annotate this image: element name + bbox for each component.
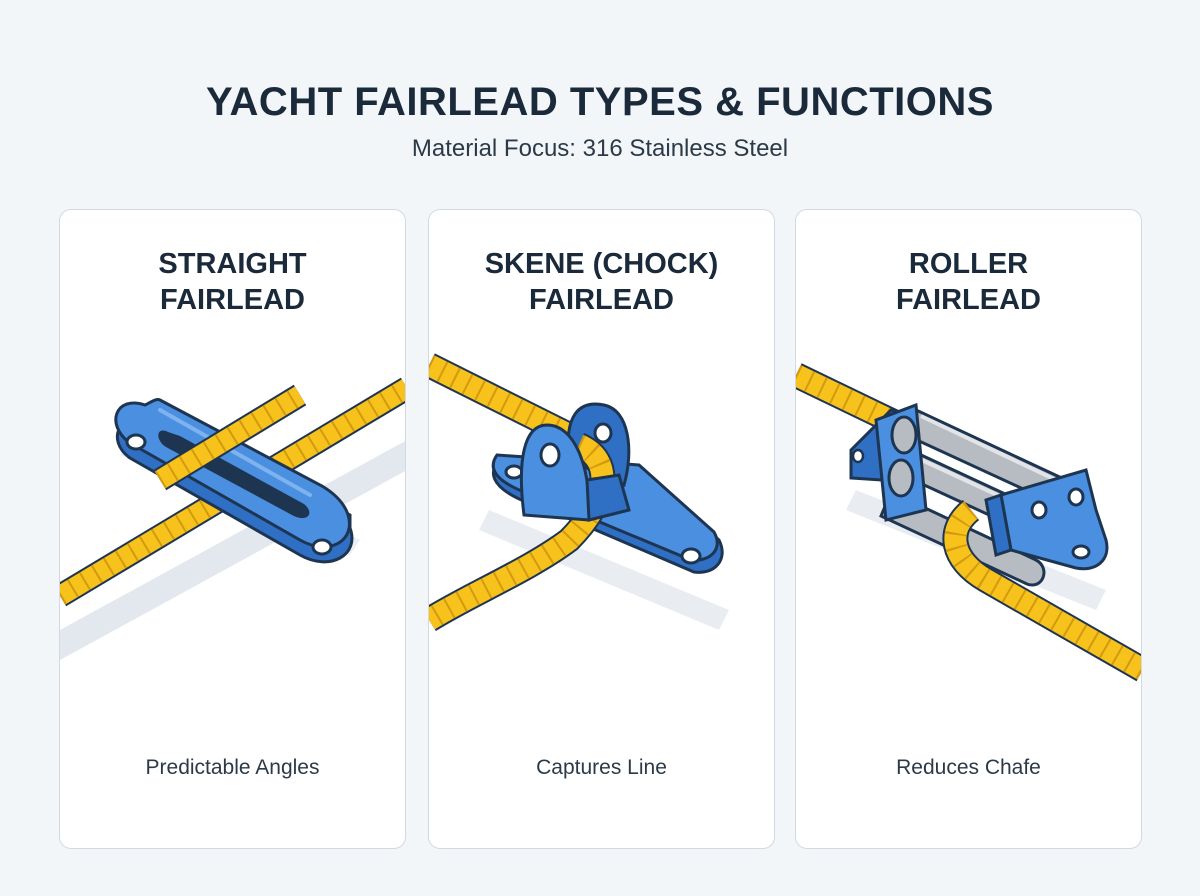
- straight-fairlead-illustration: [60, 377, 405, 660]
- page-title: YACHT FAIRLEAD TYPES & FUNCTIONS: [206, 80, 994, 124]
- card-title: STRAIGHT FAIRLEAD: [60, 246, 405, 318]
- page-subtitle: Material Focus: 316 Stainless Steel: [411, 135, 789, 162]
- card-title: SKENE (CHOCK) FAIRLEAD: [429, 246, 774, 318]
- card-caption: Captures Line: [536, 756, 667, 779]
- card-roller-fairlead: ROLLER FAIRLEAD: [795, 209, 1142, 849]
- card-title-line-2: FAIRLEAD: [160, 284, 305, 316]
- card-title-line-1: ROLLER: [908, 248, 1029, 280]
- card-title-line-1: STRAIGHT: [158, 248, 307, 280]
- roller-fairlead-illustration: [796, 363, 1141, 682]
- card-title-line-2: FAIRLEAD: [896, 284, 1041, 316]
- card-caption: Predictable Angles: [145, 756, 320, 779]
- card-straight-fairlead: STRAIGHT FAIRLEAD Pre: [59, 209, 406, 849]
- card-title-line-1: SKENE (CHOCK): [484, 248, 719, 280]
- card-title: ROLLER FAIRLEAD: [796, 246, 1141, 318]
- card-caption: Reduces Chafe: [896, 756, 1041, 779]
- card-skene-chock-fairlead: SKENE (CHOCK) FAIRLEAD: [428, 209, 775, 849]
- skene-chock-fairlead-illustration: [429, 353, 729, 632]
- card-title-line-2: FAIRLEAD: [529, 284, 674, 316]
